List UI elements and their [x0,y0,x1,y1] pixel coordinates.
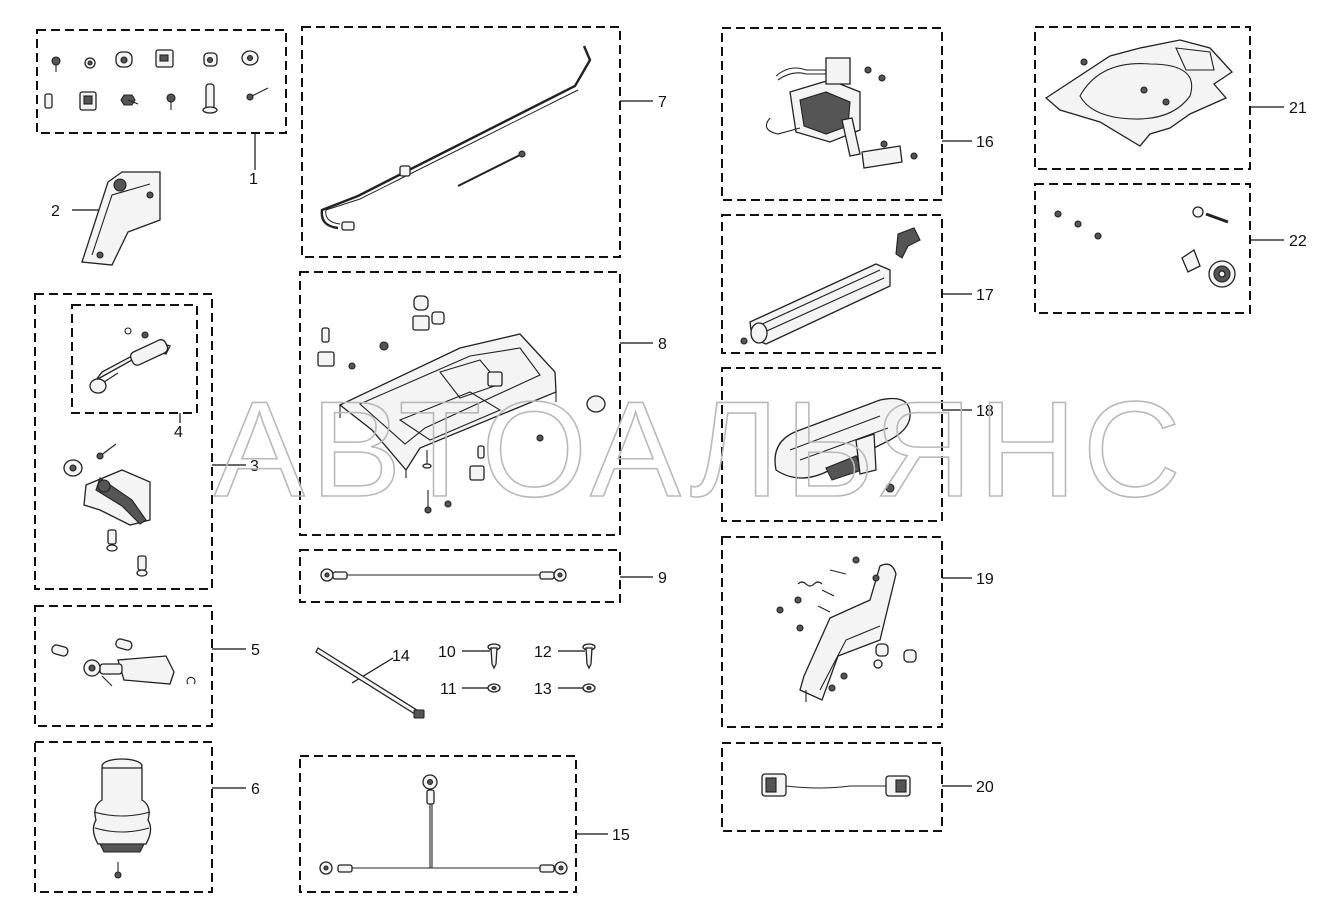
screw-12-icon [582,643,596,670]
callout-22: 22 [1289,233,1307,250]
box-22[interactable] [1034,183,1251,314]
callout-1: 1 [249,171,258,188]
cable-tie-icon [315,647,425,719]
armrest-icon [774,397,911,493]
callout-3: 3 [250,458,259,475]
callout-13: 13 [534,681,552,698]
y-ground-cable-icon [319,774,568,875]
control-valve-icon [765,57,918,169]
box-1[interactable] [36,29,287,134]
box-7[interactable] [301,26,621,258]
box-17[interactable] [721,214,943,354]
callout-18: 18 [976,403,994,420]
watermark-text: АВТОАЛЬЯНС [214,373,1187,525]
callout-8: 8 [658,336,667,353]
callout-5: 5 [251,642,260,659]
side-bracket-icon [776,556,917,702]
callout-14: 14 [392,648,410,665]
small-hardware-set-icon [44,49,269,114]
harness-connector-icon [761,773,911,797]
box-8[interactable] [299,271,621,536]
callout-10: 10 [438,644,456,661]
callout-12: 12 [534,644,552,661]
rod-and-cable-icon [320,45,592,231]
bracket-icon [81,171,161,266]
screw-10-icon [487,643,501,670]
ground-cable-icon [320,568,567,582]
washer-11-icon [487,683,501,693]
slide-rail-icon [740,227,921,345]
callout-16: 16 [976,134,994,151]
callout-17: 17 [976,287,994,304]
box-18[interactable] [721,367,943,522]
box-19[interactable] [721,536,943,728]
box-15[interactable] [299,755,577,893]
callout-15: 15 [612,827,630,844]
callout-11: 11 [440,681,457,698]
callout-19: 19 [976,571,994,588]
box-3[interactable] [34,293,213,590]
air-spring-icon [92,758,152,879]
seat-frame-icon [317,295,606,514]
box-4[interactable] [71,304,198,414]
callout-9: 9 [658,570,667,587]
callout-2: 2 [51,203,60,220]
damper-kit-icon [51,638,196,687]
height-adjuster-assembly-icon [63,443,151,577]
seat-plate-icon [1044,39,1233,147]
box-5[interactable] [34,605,213,727]
callout-7: 7 [658,94,667,111]
callout-6: 6 [251,781,260,798]
box-9[interactable] [299,549,621,603]
gas-spring-kit-icon [89,327,171,394]
callout-20: 20 [976,779,994,796]
knob-kit-icon [1054,206,1236,288]
box-21[interactable] [1034,26,1251,170]
box-6[interactable] [34,741,213,893]
callout-21: 21 [1289,100,1307,117]
washer-13-icon [582,683,596,693]
callout-4: 4 [174,424,183,441]
